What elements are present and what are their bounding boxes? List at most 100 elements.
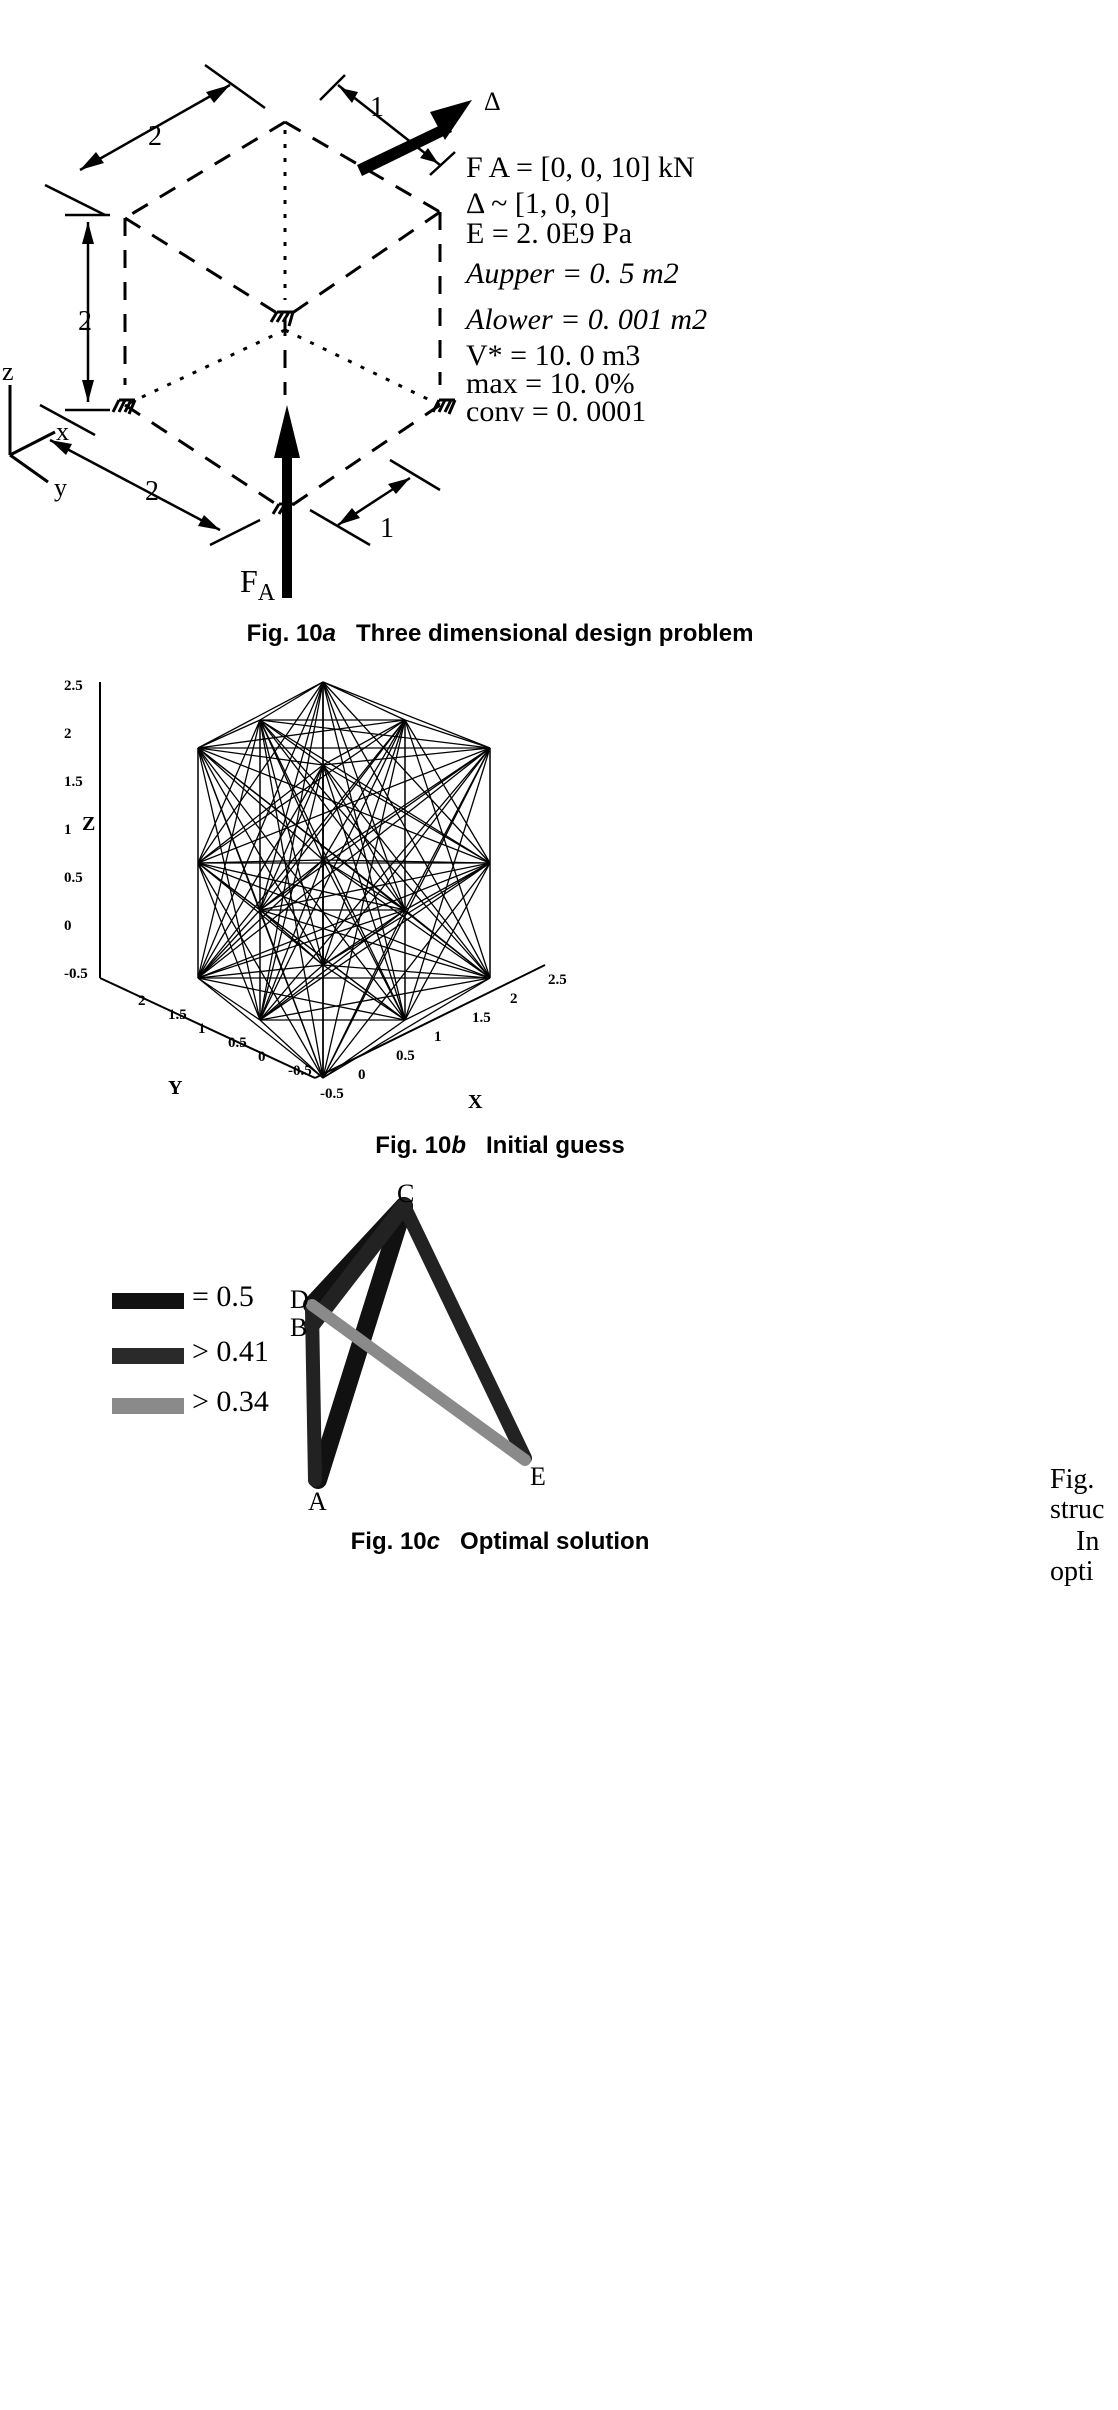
lattice-member — [259, 909, 324, 966]
x-tick-label: 2 — [510, 991, 518, 1007]
lattice-member — [322, 1019, 406, 1079]
lattice-member — [197, 747, 491, 864]
x-tick-label: 1.5 — [472, 1010, 491, 1026]
lattice-member — [259, 719, 324, 966]
x-tick-label: -0.5 — [320, 1086, 344, 1102]
lattice-member — [404, 719, 491, 979]
lattice-member — [259, 719, 406, 1021]
z-tick-label: 2 — [64, 726, 72, 742]
margin-line-3: In — [1076, 1526, 1100, 1557]
lattice-member — [259, 719, 324, 766]
x-tick-labels: -0.500.511.522.5 — [320, 972, 567, 1102]
param-conv: conv = 0. 0001 — [466, 395, 647, 428]
lattice-member — [197, 977, 406, 1021]
axis-y-label: y — [54, 473, 67, 502]
lattice-member — [197, 719, 261, 979]
lattice-member — [322, 964, 406, 1021]
lattice-member — [197, 719, 406, 864]
x-tick-label: 2.5 — [548, 972, 567, 988]
member-c-b — [304, 1198, 412, 1333]
lattice-member — [259, 719, 491, 864]
z-tick-label: 2.5 — [64, 678, 83, 694]
z-tick-label: 0 — [64, 918, 72, 934]
caption-10a: Fig. 10a Three dimensional design proble… — [246, 620, 754, 647]
param-volume: V* = 10. 0 m3 — [466, 339, 641, 372]
load-label: FA — [240, 563, 276, 606]
lattice-member — [404, 747, 491, 911]
z-tick-labels: 2.5 2 1.5 1 0.5 0 -0.5 — [64, 678, 88, 982]
lattice-member — [322, 862, 491, 966]
lattice-member — [404, 862, 491, 1021]
margin-line-2: struc — [1050, 1494, 1105, 1525]
legend-label-2: > 0.34 — [192, 1385, 269, 1418]
lattice-member — [197, 747, 261, 1021]
figure-10a: 2 1 2 2 1 Δ FA z x y F A = [0, 0, 10] kN… — [0, 0, 1118, 620]
margin-line-1: Fig. — [1050, 1464, 1095, 1495]
z-tick-label: 1.5 — [64, 774, 83, 790]
lattice-member — [259, 681, 324, 1021]
lattice-member — [259, 909, 324, 1079]
caption-10c: Fig. 10c Optimal solution — [350, 1528, 650, 1555]
lattice-member — [404, 747, 491, 1021]
caption-10b: Fig. 10b Initial guess — [375, 1132, 625, 1159]
lattice-member — [197, 747, 261, 911]
y-tick-labels: 21.510.50-0.5 — [138, 993, 312, 1079]
member-c-e — [397, 1199, 532, 1465]
lattice-member — [197, 681, 324, 749]
node-label-b: B — [290, 1313, 307, 1342]
legend-swatch-2 — [112, 1398, 184, 1414]
dim-label-top-right: 1 — [370, 92, 384, 123]
lattice-member — [259, 1019, 324, 1079]
lattice-member — [259, 859, 324, 911]
lattice-member — [404, 909, 491, 979]
lattice-member — [197, 747, 406, 1021]
lattice-member — [197, 719, 261, 749]
lattice-member — [197, 747, 406, 911]
lattice-member — [197, 977, 261, 1021]
load-arrow — [274, 405, 300, 598]
param-max: max = 10. 0% — [466, 367, 635, 400]
param-force: F A = [0, 0, 10] kN — [466, 151, 695, 184]
member-d-e — [306, 1299, 531, 1466]
dim-label-bottom-right: 1 — [380, 513, 394, 544]
lattice-member — [259, 719, 491, 749]
lattice-member — [322, 747, 491, 966]
lattice-member — [322, 859, 406, 911]
lattice-member — [197, 719, 261, 864]
z-tick-label: 0.5 — [64, 870, 83, 886]
x-tick-label: 1 — [434, 1029, 442, 1045]
lattice-member — [197, 977, 324, 1079]
lattice-member — [322, 719, 406, 861]
lattice-member — [322, 764, 406, 911]
lattice-member — [322, 681, 406, 721]
lattice-member — [322, 859, 491, 864]
param-displacement: Δ ~ [1, 0, 0] — [466, 187, 610, 220]
z-tick-label: 1 — [64, 822, 72, 838]
figure-10c-truss: C D B A E — [290, 1179, 546, 1516]
z-tick-label: -0.5 — [64, 966, 88, 982]
dimension-arrowheads — [50, 85, 438, 530]
legend-label-1: > 0.41 — [192, 1335, 269, 1368]
dim-label-top-left: 2 — [148, 121, 162, 152]
axis-x-label: x — [56, 417, 69, 446]
lattice-member — [322, 977, 491, 1079]
z-axis-label: Z — [82, 813, 95, 835]
x-axis-label: X — [468, 1091, 483, 1113]
figure-10a-drawing: 2 1 2 2 1 Δ FA z x y — [2, 63, 501, 606]
lattice-member — [322, 764, 491, 979]
coordinate-axes — [8, 385, 56, 484]
lattice-member — [259, 681, 324, 721]
support-symbols — [111, 310, 457, 515]
lattice-member — [259, 747, 491, 1021]
delta-label: Δ — [484, 87, 501, 116]
dimension-lines — [39, 63, 456, 547]
lattice-member — [259, 964, 324, 1021]
legend-label-0: = 0.5 — [192, 1280, 254, 1313]
y-axis-label: Y — [168, 1077, 183, 1099]
lattice-member — [259, 862, 491, 1021]
lattice-member — [322, 681, 406, 1021]
legend-swatch-1 — [112, 1348, 184, 1364]
lattice-member — [322, 719, 406, 966]
lattice-member — [197, 719, 406, 749]
